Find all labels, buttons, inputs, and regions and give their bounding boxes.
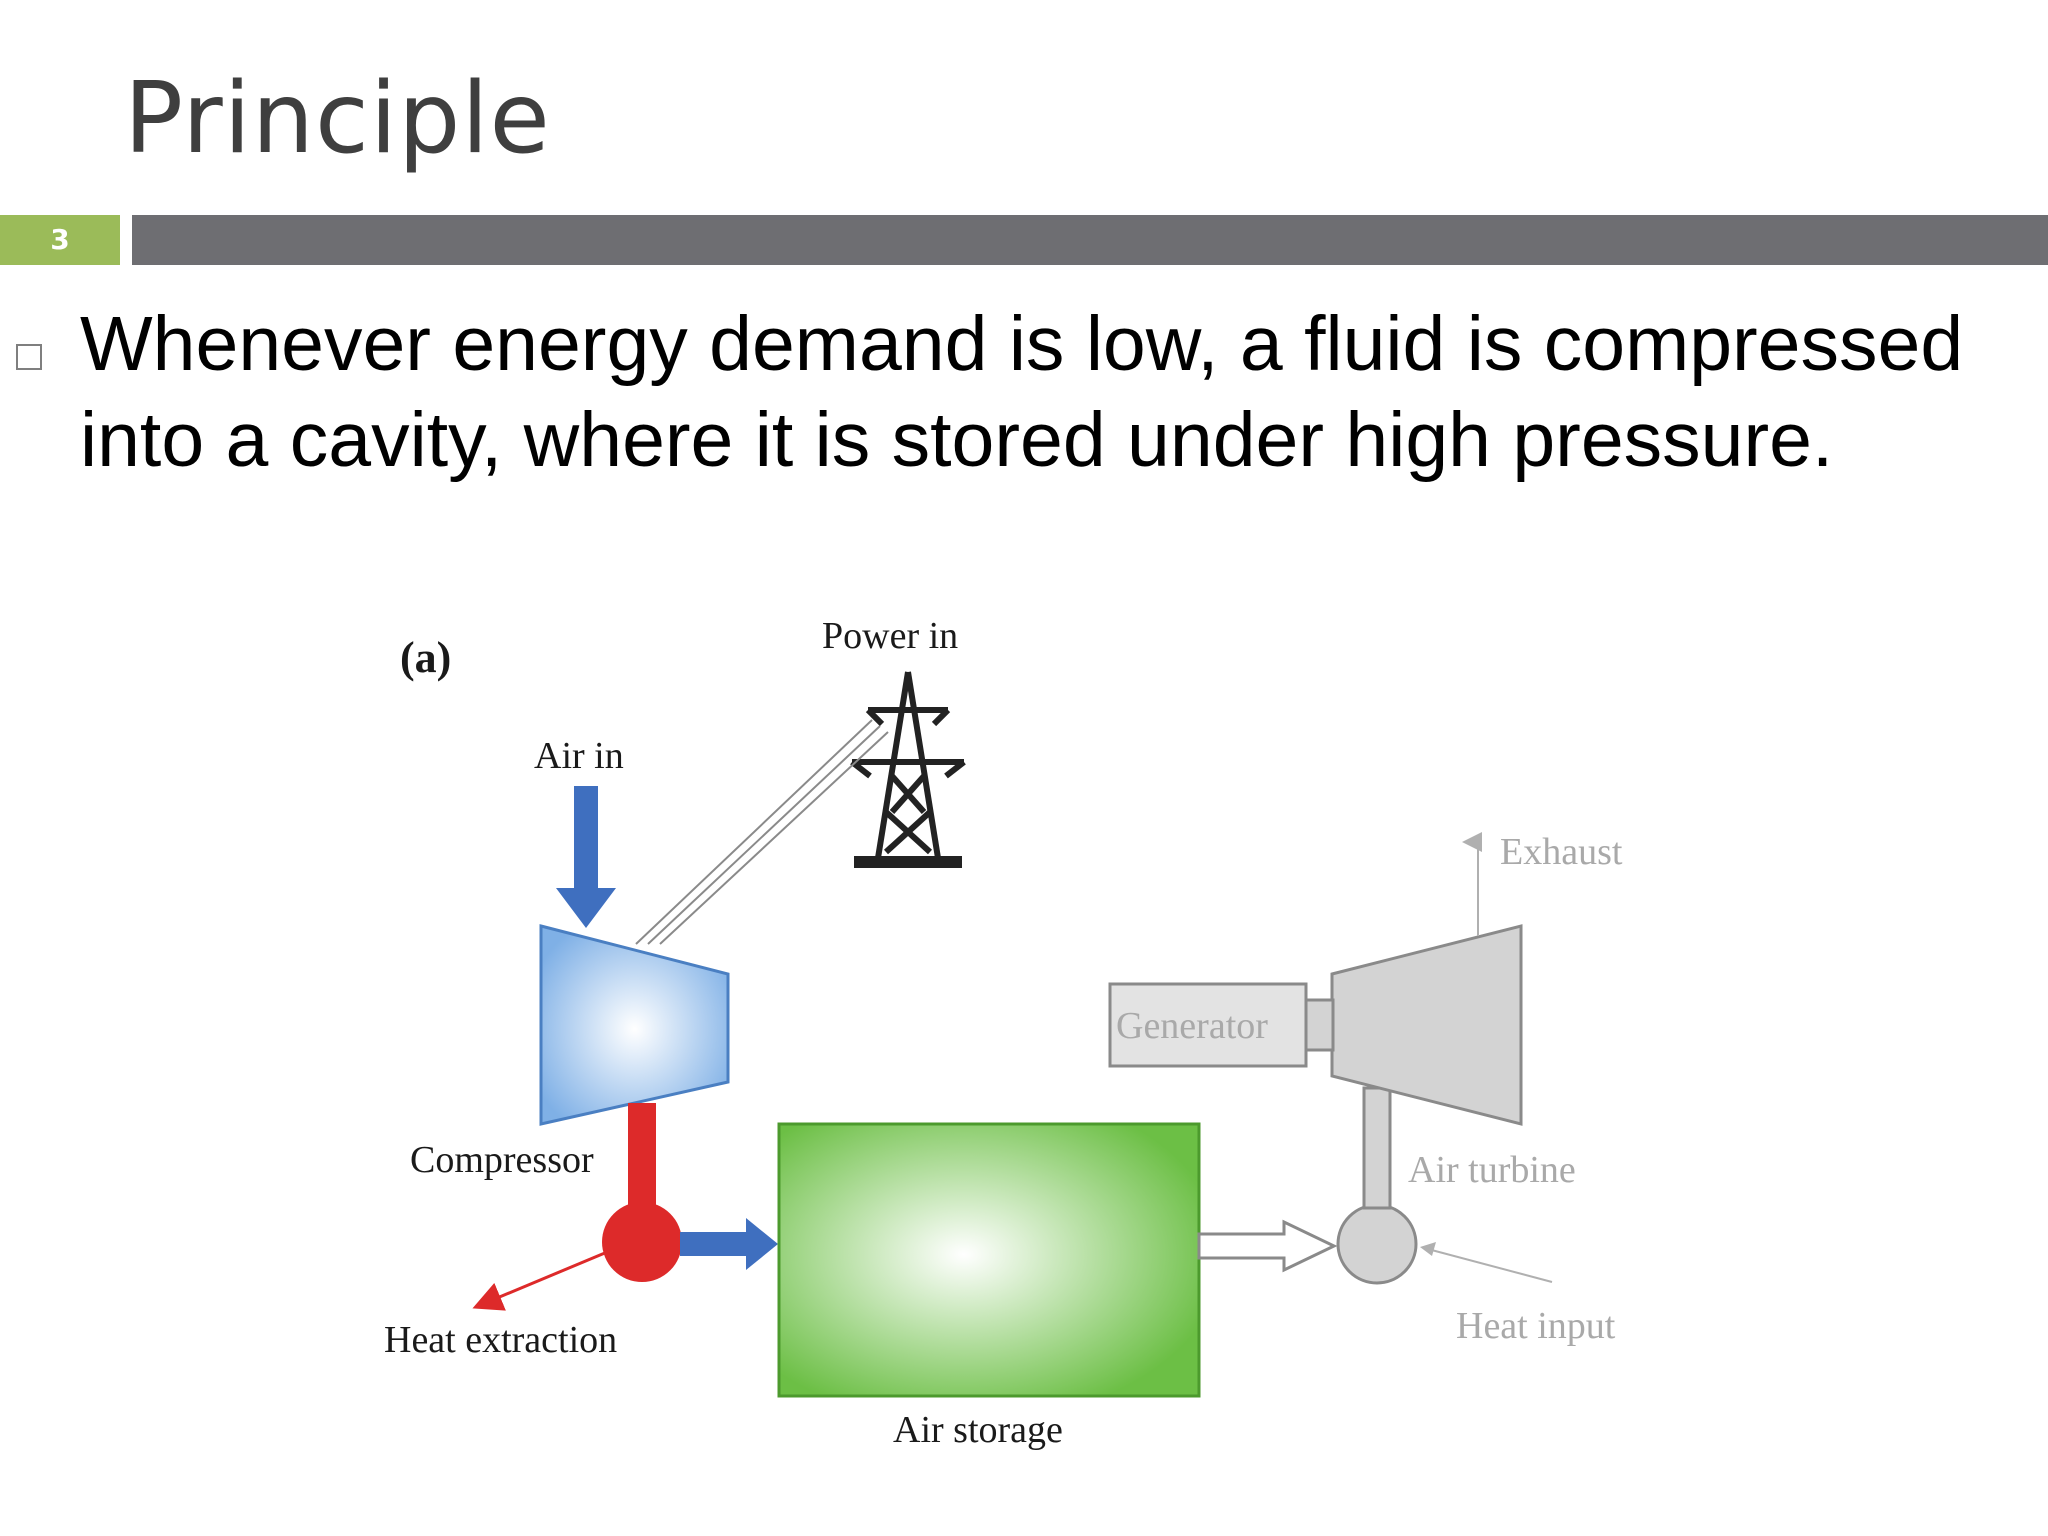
- air-turbine-shape: [1330, 924, 1523, 1126]
- slide-number: 3: [50, 223, 70, 256]
- exhaust-label: Exhaust: [1500, 831, 1623, 873]
- air-turbine-label: Air turbine: [1408, 1149, 1576, 1191]
- heat-input-arrow: [1423, 1247, 1553, 1283]
- power-in-label: Power in: [822, 615, 958, 657]
- generator-label: Generator: [1116, 1005, 1268, 1047]
- air-storage-tank: [777, 1122, 1201, 1398]
- heat-extraction-label: Heat extraction: [384, 1319, 617, 1361]
- to-storage-arrow-icon: [680, 1218, 778, 1270]
- power-tower-icon: [850, 671, 966, 868]
- compressor-label: Compressor: [410, 1139, 594, 1181]
- slide-number-badge: [0, 215, 120, 265]
- generator-box: [1108, 982, 1308, 1068]
- panel-label: (a): [400, 633, 451, 682]
- heat-input-arrowhead-icon: [1420, 1242, 1436, 1256]
- slide-title: Principle: [124, 62, 551, 176]
- bullet-text: Whenever energy demand is low, a fluid i…: [80, 301, 1964, 483]
- to-turbine-arrow-icon: [1197, 1219, 1338, 1273]
- heat-input-label: Heat input: [1456, 1305, 1616, 1347]
- air-in-arrow-icon: [556, 786, 616, 928]
- compressor-outlet-pipe: [628, 1103, 656, 1209]
- turbine-shaft-pipe: [1362, 1086, 1392, 1210]
- compressor-shape: [539, 924, 730, 1126]
- air-storage-label: Air storage: [893, 1409, 1063, 1451]
- square-bullet-icon: [16, 344, 42, 370]
- air-in-label: Air in: [534, 735, 624, 777]
- generator-coupling: [1303, 998, 1335, 1052]
- header-rule-bar: [132, 215, 2048, 265]
- heat-exchanger-node: [602, 1202, 682, 1282]
- turbine-inlet-node: [1336, 1203, 1418, 1285]
- power-line-wires: [635, 719, 889, 945]
- heat-extraction-arrow: [472, 1248, 613, 1311]
